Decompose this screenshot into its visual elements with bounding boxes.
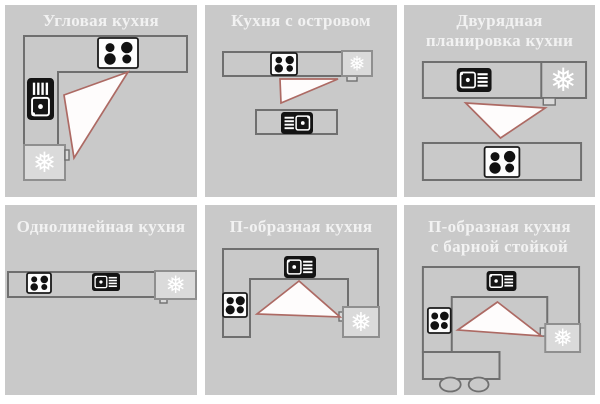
snowflake-icon: ❅ (165, 271, 185, 299)
work-triangle (279, 78, 339, 105)
work-triangle (463, 102, 548, 140)
snowflake-icon: ❅ (550, 61, 577, 99)
sink-icon (281, 112, 313, 134)
work-triangle (254, 279, 343, 318)
bar-stool (467, 376, 490, 393)
door-handle (64, 149, 70, 161)
u-shaped-kitchen-diagram: ❅ (222, 248, 380, 338)
stove-icon (97, 37, 139, 69)
sink-icon (456, 68, 492, 92)
panel-single-line-kitchen: Однолинейная кухня ❅ (5, 205, 197, 395)
sink-icon (27, 78, 54, 120)
work-triangle (455, 300, 545, 338)
stove-icon (426, 307, 452, 334)
bar-counter (421, 351, 501, 380)
fridge-icon: ❅ (341, 50, 373, 77)
upper-counter (421, 61, 588, 99)
snowflake-icon: ❅ (349, 51, 366, 75)
u-shaped-counter (222, 248, 379, 338)
island-kitchen-diagram: ❅ (222, 50, 373, 135)
fridge-icon: ❅ (154, 270, 197, 300)
stove-icon (270, 52, 298, 76)
stove-icon (26, 272, 52, 294)
fridge-icon: ❅ (544, 323, 582, 353)
panel-title: Кухня с островом (231, 11, 371, 30)
fridge-icon: ❅ (342, 306, 380, 338)
panel-two-row-kitchen: Двурядная планировка кухни ❅ (404, 5, 595, 197)
door-handle (542, 97, 556, 106)
sink-icon (486, 271, 517, 291)
stove-icon (222, 292, 248, 318)
fridge-icon: ❅ (23, 144, 66, 181)
panel-title: Угловая кухня (42, 11, 160, 30)
panel-title: П-образная кухня (229, 217, 373, 236)
panel-u-shaped-kitchen-with-bar: П-образная кухня с барной стойкой ❅ (404, 205, 595, 395)
sink-icon (284, 256, 316, 278)
panel-title: Однолинейная кухня (16, 217, 186, 236)
two-row-kitchen-diagram: ❅ (421, 61, 588, 181)
work-triangle (63, 70, 131, 161)
panel-corner-kitchen: Угловая кухня ❅ (5, 5, 197, 197)
panel-u-shaped-kitchen: П-образная кухня ❅ (205, 205, 397, 395)
panel-title: П-образная кухня с барной стойкой (428, 217, 571, 257)
snowflake-icon: ❅ (553, 324, 573, 352)
snowflake-icon: ❅ (33, 146, 56, 179)
snowflake-icon: ❅ (350, 308, 372, 338)
panel-island-kitchen: Кухня с островом ❅ (205, 5, 397, 197)
stove-icon (483, 146, 521, 178)
sink-icon (92, 273, 120, 291)
u-shaped-kitchen-with-bar-diagram: ❅ (421, 266, 582, 393)
corner-kitchen-diagram: ❅ (23, 35, 188, 181)
single-line-kitchen-diagram: ❅ (7, 270, 197, 304)
panel-title: Двурядная планировка кухни (425, 11, 574, 51)
bar-stool (438, 376, 462, 393)
